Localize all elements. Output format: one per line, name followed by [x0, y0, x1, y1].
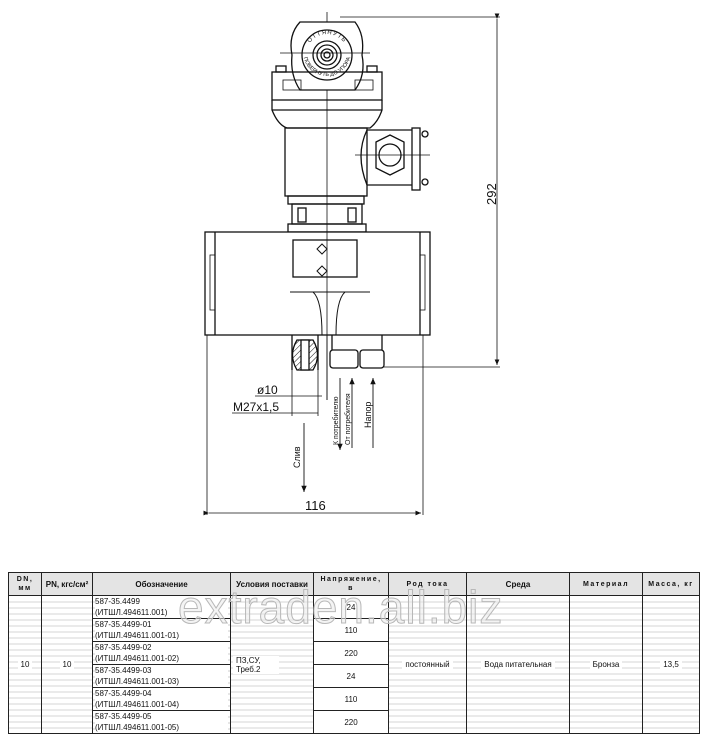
cell-designation: 587-35.4499-03(ИТШЛ.494611.001-03): [92, 664, 231, 688]
label-plate: [292, 239, 358, 278]
header-material: Материал: [569, 572, 643, 596]
spec-table: DN, мм PN, кгс/см² Обозначение Условия п…: [8, 572, 700, 734]
dim-diameter: ø10: [257, 383, 278, 397]
header-mass: Масса, кг: [642, 572, 700, 596]
cell-designation: 587-35.4499-05(ИТШЛ.494611.001-05): [92, 710, 231, 734]
cell-mass: 13,5: [642, 595, 700, 734]
header-dn: DN, мм: [8, 572, 42, 596]
nipple-pressure: [359, 349, 385, 369]
header-conditions: Условия поставки: [230, 572, 314, 596]
cell-dn: 10: [8, 595, 42, 734]
table-row: 10 10 587-35.4499(ИТШЛ.494611.001) ПЗ,СУ…: [8, 595, 700, 734]
header-pn: PN, кгс/см²: [41, 572, 93, 596]
cover-block: [271, 71, 383, 101]
cell-voltage: 220: [313, 641, 389, 665]
valve-body: [204, 231, 431, 336]
header-medium: Среда: [466, 572, 570, 596]
table-header: DN, мм PN, кгс/см² Обозначение Условия п…: [8, 572, 700, 596]
label-drain: Слив: [292, 446, 302, 468]
nipple-consumer: [329, 349, 359, 369]
cell-current: постоянный: [388, 595, 467, 734]
header-voltage: Напряжение, в: [313, 572, 389, 596]
header-current: Род тока: [388, 572, 467, 596]
table-row: 587-35.4499-05(ИТШЛ.494611.001-05) 220: [9, 710, 700, 734]
table-row: 587-35.4499-02(ИТШЛ.494611.001-02) 220: [9, 641, 700, 665]
label-pressure: Напор: [363, 402, 373, 428]
cell-voltage: 110: [313, 618, 389, 642]
label-to-consumer: К потребителю: [332, 396, 340, 445]
cell-pn: 10: [41, 595, 93, 734]
drain-fitting: [291, 335, 319, 371]
housing: [284, 127, 368, 197]
dim-width: 116: [305, 498, 326, 513]
table-row: 587-35.4499-01(ИТШЛ.494611.001-01) 110: [9, 618, 700, 642]
cell-designation: 587-35.4499(ИТШЛ.494611.001): [92, 595, 231, 619]
cell-designation: 587-35.4499-04(ИТШЛ.494611.001-04): [92, 687, 231, 711]
cell-designation: 587-35.4499-02(ИТШЛ.494611.001-02): [92, 641, 231, 665]
dim-height: 292: [484, 183, 499, 205]
header-designation: Обозначение: [92, 572, 231, 596]
knob: ОТТЯНУТЬ ПОВЕРНУТЬ ДО УПОРА: [280, 21, 370, 91]
valve-drawing: ОТТЯНУТЬ ПОВЕРНУТЬ ДО УПОРА 292 116 ø10 …: [203, 12, 500, 516]
cell-voltage: 24: [313, 595, 389, 619]
cell-conditions: ПЗ,СУ,Треб.2: [230, 595, 314, 734]
hex-nut: [375, 134, 405, 176]
cell-voltage: 220: [313, 710, 389, 734]
table-row: 587-35.4499-03(ИТШЛ.494611.001-03) 24: [9, 664, 700, 688]
table-row: 587-35.4499-04(ИТШЛ.494611.001-04) 110: [9, 687, 700, 711]
cell-designation: 587-35.4499-01(ИТШЛ.494611.001-01): [92, 618, 231, 642]
cell-material: Бронза: [569, 595, 643, 734]
label-from-consumer: От потребителя: [344, 393, 352, 445]
cell-voltage: 110: [313, 687, 389, 711]
cell-voltage: 24: [313, 664, 389, 688]
cell-medium: Вода питательная: [466, 595, 570, 734]
dim-thread: M27x1,5: [233, 400, 279, 414]
